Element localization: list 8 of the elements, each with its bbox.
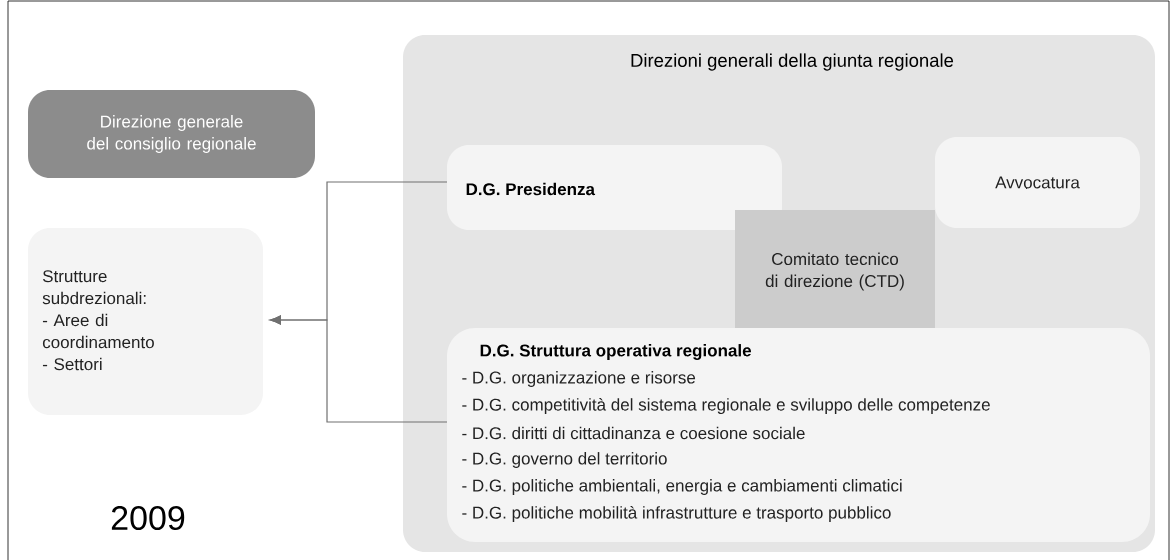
process-box: D.G. Struttura operativa regionale - D.G. organizzazione e risorse - D.G. competitività del sistema regionale e sviluppo delle competenze - D.G. diritti di cittadinanza e coesione sociale - D.G. governo del territorio - D.G. politiche ambientali, energia e cambiamenti climatici - D.G. politiche mobilità infrastrutture e trasporto pubblico bbox=[447, 328, 1150, 542]
process-box: D.G. Presidenza bbox=[447, 145, 782, 230]
arrow bbox=[269, 315, 448, 423]
process-box: Comitato tecnico di direzione (CTD) bbox=[735, 210, 935, 333]
process-box: Direzione generale del consiglio regionale bbox=[28, 90, 315, 178]
process-box: Strutture subdrezionali: - Aree di coordinamento - Settori bbox=[28, 228, 263, 415]
year-label: 2009 bbox=[111, 505, 185, 531]
process-box: Avvocatura bbox=[935, 137, 1140, 228]
